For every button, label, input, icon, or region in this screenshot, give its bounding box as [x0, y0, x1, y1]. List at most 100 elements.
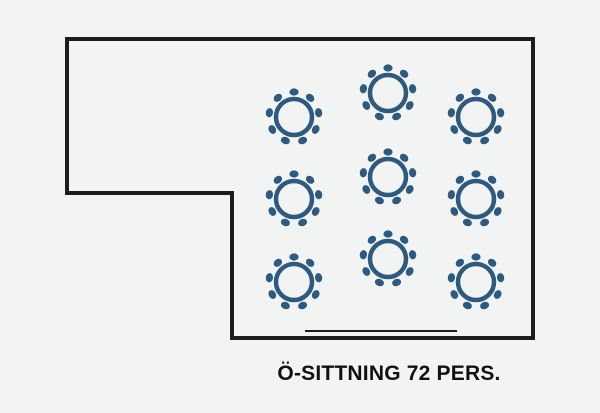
chair-icon	[383, 148, 393, 156]
chair-icon	[305, 175, 315, 184]
round-table-icon	[447, 170, 505, 227]
round-table-icon	[265, 88, 323, 145]
chair-icon	[311, 125, 320, 134]
table-top	[273, 178, 315, 220]
chair-icon	[280, 218, 290, 227]
chair-icon	[362, 185, 371, 194]
chair-icon	[305, 258, 315, 267]
chair-icon	[487, 93, 497, 102]
chair-icon	[359, 250, 368, 260]
chair-icon	[362, 267, 371, 276]
tables-group	[265, 64, 505, 310]
chair-icon	[399, 69, 409, 78]
chair-icon	[408, 250, 417, 260]
chair-icon	[268, 290, 277, 299]
chair-icon	[405, 267, 414, 276]
chair-icon	[374, 112, 384, 121]
chair-icon	[268, 207, 277, 216]
chair-icon	[493, 290, 502, 299]
chair-icon	[280, 136, 290, 145]
chair-icon	[462, 218, 472, 227]
table-top	[455, 261, 497, 303]
table-top	[273, 261, 315, 303]
chair-icon	[462, 301, 472, 310]
chair-icon	[487, 175, 497, 184]
chair-icon	[289, 170, 299, 178]
chair-icon	[480, 218, 490, 227]
chair-icon	[471, 170, 481, 178]
round-table-icon	[359, 64, 417, 121]
chair-icon	[480, 301, 490, 310]
chair-icon	[392, 112, 402, 121]
chair-icon	[496, 273, 505, 283]
chair-icon	[265, 108, 274, 118]
chair-icon	[471, 88, 481, 96]
chair-icon	[367, 69, 377, 78]
round-table-icon	[359, 148, 417, 205]
chair-icon	[367, 153, 377, 162]
chair-icon	[311, 207, 320, 216]
chair-icon	[265, 190, 274, 200]
table-top	[455, 178, 497, 220]
chair-icon	[314, 190, 323, 200]
chair-icon	[311, 290, 320, 299]
chair-icon	[374, 278, 384, 287]
chair-icon	[450, 290, 459, 299]
chair-icon	[487, 258, 497, 267]
chair-icon	[405, 101, 414, 110]
chair-icon	[493, 125, 502, 134]
table-top	[367, 72, 409, 114]
table-top	[367, 238, 409, 280]
round-table-icon	[447, 253, 505, 310]
table-top	[367, 156, 409, 198]
chair-icon	[447, 108, 456, 118]
chair-icon	[359, 168, 368, 178]
chair-icon	[471, 253, 481, 261]
chair-icon	[392, 196, 402, 205]
table-top	[455, 96, 497, 138]
chair-icon	[314, 108, 323, 118]
chair-icon	[480, 136, 490, 145]
chair-icon	[305, 93, 315, 102]
chair-icon	[289, 253, 299, 261]
chair-icon	[399, 153, 409, 162]
chair-icon	[265, 273, 274, 283]
seating-caption: Ö-SITTNING 72 PERS.	[277, 362, 501, 385]
chair-icon	[362, 101, 371, 110]
chair-icon	[289, 88, 299, 96]
chair-icon	[359, 84, 368, 94]
chair-icon	[493, 207, 502, 216]
chair-icon	[392, 278, 402, 287]
chair-icon	[298, 218, 308, 227]
chair-icon	[455, 175, 465, 184]
chair-icon	[455, 93, 465, 102]
chair-icon	[408, 84, 417, 94]
chair-icon	[273, 93, 283, 102]
round-table-icon	[447, 88, 505, 145]
room-outline	[65, 37, 535, 340]
chair-icon	[405, 185, 414, 194]
table-top	[273, 96, 315, 138]
chair-icon	[314, 273, 323, 283]
chair-icon	[408, 168, 417, 178]
chair-icon	[383, 64, 393, 72]
chair-icon	[298, 301, 308, 310]
chair-icon	[399, 235, 409, 244]
chair-icon	[450, 125, 459, 134]
chair-icon	[280, 301, 290, 310]
chair-icon	[273, 258, 283, 267]
chair-icon	[367, 235, 377, 244]
chair-icon	[273, 175, 283, 184]
chair-icon	[374, 196, 384, 205]
round-table-icon	[265, 253, 323, 310]
chair-icon	[496, 108, 505, 118]
round-table-icon	[265, 170, 323, 227]
round-table-icon	[359, 230, 417, 287]
chair-icon	[450, 207, 459, 216]
chair-icon	[383, 230, 393, 238]
chair-icon	[268, 125, 277, 134]
chair-icon	[298, 136, 308, 145]
chair-icon	[447, 273, 456, 283]
